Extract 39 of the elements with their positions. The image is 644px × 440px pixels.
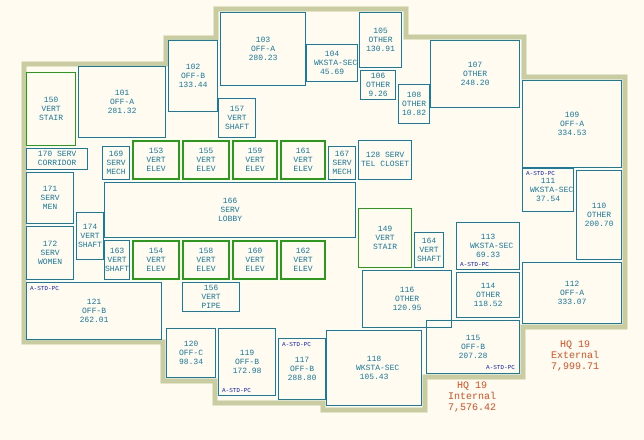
office-room: 103 OFF-A 280.23 [220, 12, 306, 86]
office-room: 106 OTHER 9.26 [360, 70, 396, 100]
vertical-shaft: 163 VERT SHAFT [104, 240, 130, 280]
office-room: 104 WKSTA-SEC 45.69 [306, 44, 358, 82]
floor-area-label: HQ 19 External 7,999.71 [550, 340, 600, 373]
elevator-shaft: 162 VERT ELEV [280, 240, 326, 280]
service-room: 172 SERV WOMEN [26, 226, 74, 280]
office-room: 118 WKSTA-SEC 105.43 [326, 330, 422, 406]
office-room: 107 OTHER 248.20 [430, 40, 520, 108]
vertical-shaft: 164 VERT SHAFT [414, 232, 444, 268]
lobby-area: 166 SERV LOBBY [104, 182, 356, 238]
stairwell: 150 VERT STAIR [26, 72, 76, 146]
elevator-shaft: 154 VERT ELEV [132, 240, 180, 280]
office-room: 114 OTHER 118.52 [456, 272, 520, 318]
office-room: 120 OFF-C 98.34 [166, 328, 216, 378]
elevator-shaft: 153 VERT ELEV [132, 140, 180, 180]
service-room: 171 SERV MEN [26, 172, 74, 224]
service-room: 170 SERV CORRIDOR [26, 148, 88, 170]
vertical-shaft: 174 VERT SHAFT [76, 212, 104, 260]
office-room: 112 OFF-A 333.07 [522, 262, 622, 324]
office-room: 108 OTHER 10.82 [398, 84, 430, 124]
elevator-shaft: 161 VERT ELEV [280, 140, 326, 180]
service-room: 167 SERV MECH [328, 146, 356, 180]
elevator-shaft: 160 VERT ELEV [232, 240, 278, 280]
stairwell: 149 VERT STAIR [358, 208, 412, 268]
office-room: 110 OTHER 200.70 [576, 170, 622, 260]
office-room: 109 OFF-A 334.53 [522, 80, 622, 168]
service-room: 128 SERV TEL CLOSET [358, 140, 412, 180]
elevator-shaft: 159 VERT ELEV [232, 140, 278, 180]
floor-area-label: HQ 19 Internal 7,576.42 [446, 381, 497, 414]
office-room: 116 OTHER 120.95 [362, 270, 452, 328]
elevator-shaft: 158 VERT ELEV [182, 240, 230, 280]
vertical-shaft: 157 VERT SHAFT [218, 98, 256, 138]
office-room: 101 OFF-A 281.32 [78, 66, 166, 138]
elevator-shaft: 155 VERT ELEV [182, 140, 230, 180]
vertical-shaft: 156 VERT PIPE [182, 282, 240, 312]
office-room: 102 OFF-B 133.44 [168, 40, 218, 112]
service-room: 169 SERV MECH [102, 146, 130, 180]
office-room: 105 OTHER 130.91 [359, 12, 402, 68]
